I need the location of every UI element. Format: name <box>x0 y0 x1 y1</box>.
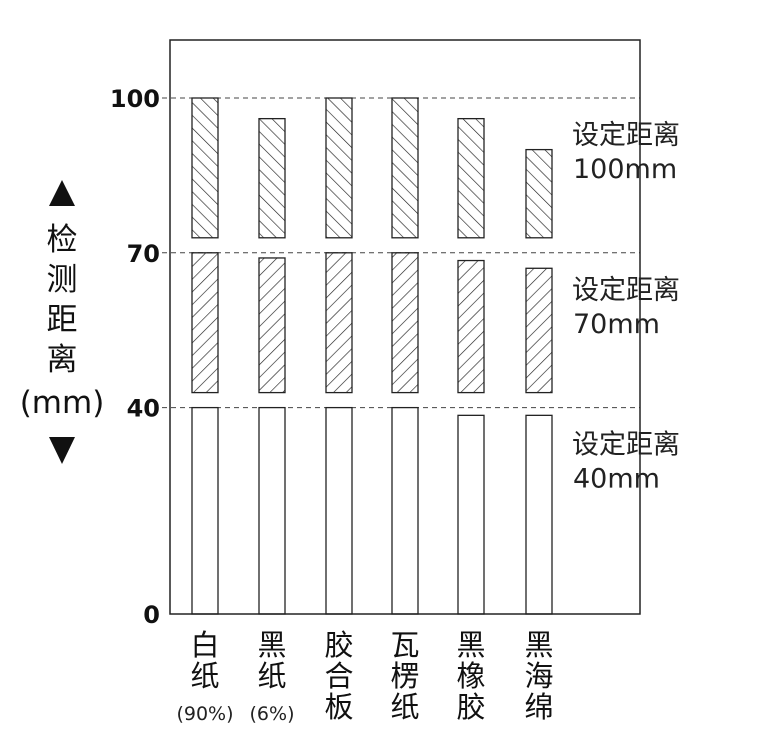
category-label-5-2: 绵 <box>524 690 553 724</box>
category-label-5-1: 海 <box>524 659 553 693</box>
bar-100-0 <box>191 97 219 239</box>
bar-40-3 <box>391 406 419 615</box>
y-tick-label-70: 70 <box>127 240 160 268</box>
y-tick-label-100: 100 <box>110 85 160 113</box>
bar-100-4 <box>457 117 485 239</box>
category-note-0: (90%) <box>176 703 233 725</box>
y-axis-label-char-2: 距 <box>47 302 78 338</box>
category-label-4-0: 黑 <box>456 628 485 662</box>
category-label-0-0: 白 <box>190 628 219 662</box>
setting-label-70-title: 设定距离 <box>572 275 680 306</box>
bar-40-2 <box>325 406 353 615</box>
plot-frame <box>169 39 641 615</box>
bar-100-5 <box>525 148 553 239</box>
setting-label-70-value: 70mm <box>573 309 660 340</box>
category-label-3-1: 楞 <box>390 659 419 693</box>
category-label-4-2: 胶 <box>456 690 485 724</box>
bar-100-2 <box>325 97 353 239</box>
category-label-3-0: 瓦 <box>390 628 419 662</box>
category-label-1-1: 纸 <box>257 659 286 693</box>
up-arrow-icon <box>49 180 75 206</box>
bar-70-5 <box>525 267 553 394</box>
setting-label-40-value: 40mm <box>573 464 660 495</box>
bar-70-2 <box>325 252 353 394</box>
y-tick-label-40: 40 <box>127 395 160 423</box>
category-label-3-2: 纸 <box>390 690 419 724</box>
y-axis-unit: (mm) <box>20 385 105 421</box>
y-axis-label-char-3: 离 <box>47 342 78 378</box>
bar-70-1 <box>258 257 286 394</box>
setting-label-100-title: 设定距离 <box>572 120 680 151</box>
bar-40-5 <box>525 414 553 615</box>
bar-70-4 <box>457 259 485 394</box>
bar-70-3 <box>391 252 419 394</box>
bar-100-3 <box>391 97 419 239</box>
category-label-2-2: 板 <box>324 690 353 724</box>
y-axis-label-char-1: 测 <box>47 262 78 298</box>
bar-40-0 <box>191 406 219 615</box>
bar-70-0 <box>191 252 219 394</box>
y-axis-label-char-0: 检 <box>47 222 78 258</box>
category-label-1-0: 黑 <box>257 628 286 662</box>
category-label-2-1: 合 <box>324 659 353 693</box>
bar-40-4 <box>457 414 485 615</box>
bar-100-1 <box>258 117 286 239</box>
setting-label-100-value: 100mm <box>573 154 677 185</box>
category-note-1: (6%) <box>250 703 295 725</box>
category-label-0-1: 纸 <box>190 659 219 693</box>
category-label-5-0: 黑 <box>524 628 553 662</box>
bar-40-1 <box>258 406 286 615</box>
setting-label-40-title: 设定距离 <box>572 430 680 461</box>
down-arrow-icon <box>49 437 75 464</box>
y-tick-label-0: 0 <box>143 601 160 629</box>
category-label-2-0: 胶 <box>324 628 353 662</box>
category-label-4-1: 橡 <box>456 659 485 693</box>
